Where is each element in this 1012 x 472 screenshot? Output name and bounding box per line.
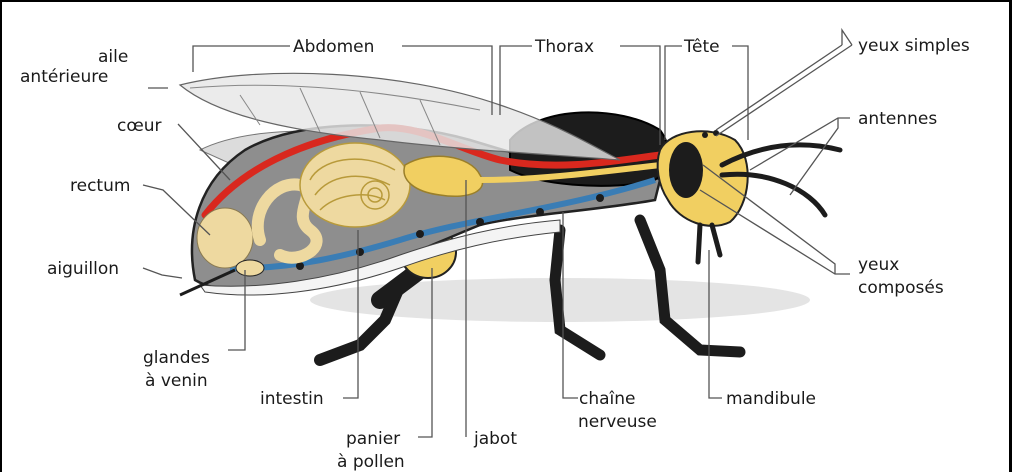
label-yeux-composes-line1: yeux [858,255,899,275]
label-rectum: rectum [70,176,130,196]
labels: Abdomen Thorax Tête aile antérieure cœur… [20,36,970,472]
simple-eye-shape [702,132,708,138]
label-tete: Tête [683,37,720,57]
label-mandibule: mandibule [726,389,816,409]
rectum-shape [197,208,253,268]
compound-eye-shape [669,142,703,198]
label-aiguillon: aiguillon [47,259,119,279]
label-aile-line2: antérieure [20,67,108,87]
label-panier-line2: à pollen [337,452,405,472]
label-chaine-line2: nerveuse [578,412,657,432]
label-abdomen: Abdomen [293,37,374,57]
label-panier-line1: panier [346,429,400,449]
label-yeux-simples: yeux simples [858,36,970,56]
label-jabot: jabot [473,429,517,449]
label-intestin: intestin [260,389,324,409]
label-coeur: cœur [117,116,162,136]
bee-illustration [180,73,840,360]
label-glandes-line2: à venin [145,371,208,391]
label-aile-line1: aile [98,47,128,67]
label-antennes: antennes [858,109,937,129]
label-chaine-line1: chaîne [579,389,636,409]
venom-gland-shape [236,260,264,276]
label-glandes-line1: glandes [143,348,210,368]
label-yeux-composes-line2: composés [858,278,944,298]
label-thorax: Thorax [534,37,594,57]
